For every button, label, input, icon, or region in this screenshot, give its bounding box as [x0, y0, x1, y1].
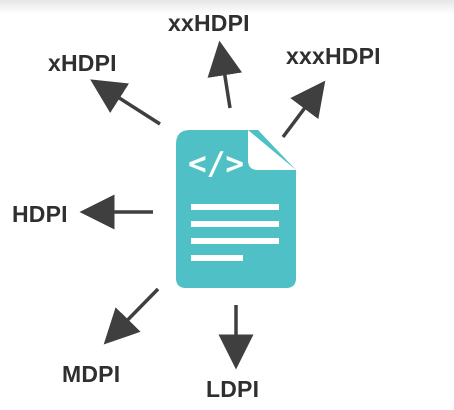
- arrow-to-xxxhdpi: [281, 80, 326, 139]
- label-hdpi: HDPI: [12, 201, 68, 227]
- text-line-2: [191, 221, 279, 227]
- text-line-4: [191, 255, 243, 261]
- code-icon: </>: [188, 146, 244, 182]
- document-folded-corner: [248, 130, 296, 170]
- top-shadow: [0, 0, 454, 14]
- label-xxxhdpi: xxxHDPI: [286, 43, 381, 69]
- label-mdpi: MDPI: [62, 361, 121, 387]
- arrow-to-xhdpi: [90, 79, 161, 126]
- text-line-3: [191, 238, 279, 244]
- text-line-1: [191, 204, 279, 210]
- arrow-to-mdpi: [103, 287, 160, 345]
- document-icon: </>: [176, 130, 296, 288]
- label-ldpi: LDPI: [206, 376, 260, 402]
- label-xxhdpi: xxHDPI: [168, 10, 250, 36]
- arrow-to-xxhdpi: [207, 40, 243, 109]
- label-xhdpi: xHDPI: [48, 50, 117, 76]
